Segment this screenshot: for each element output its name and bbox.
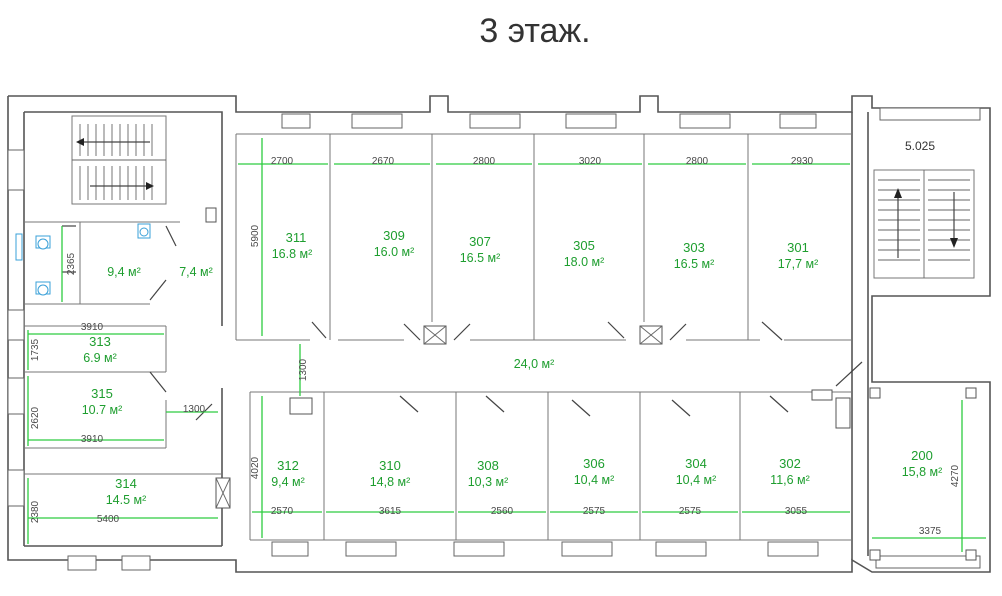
room-314-number: 314 <box>115 476 137 491</box>
room-303-number: 303 <box>683 240 705 255</box>
room-308-number: 308 <box>477 458 499 473</box>
room-311-area: 16.8 м² <box>272 247 313 261</box>
dim-bottom-depth: 4020 <box>250 456 261 479</box>
room-305-number: 305 <box>573 238 595 253</box>
room-74-area: 7,4 м² <box>179 265 213 279</box>
room-304-area: 10,4 м² <box>676 473 717 487</box>
windows-top <box>281 107 981 129</box>
room-306-number: 306 <box>583 456 605 471</box>
room-303-area: 16.5 м² <box>674 257 715 271</box>
room-200-area: 15,8 м² <box>902 465 943 479</box>
room-306-area: 10,4 м² <box>574 473 615 487</box>
dim-302-width: 3055 <box>785 506 808 517</box>
dim-309-width: 2670 <box>372 156 395 167</box>
room-200-number: 200 <box>911 448 933 463</box>
dim-308-width: 2560 <box>491 506 514 517</box>
room-304-number: 304 <box>685 456 707 471</box>
room-301-number: 301 <box>787 240 809 255</box>
windows-bottom <box>67 541 981 571</box>
dim-top-depth: 5900 <box>250 224 261 247</box>
room-labels-west: 9,4 м² 7,4 м² 313 6.9 м² 315 10.7 м² 314… <box>82 265 213 507</box>
dim-200-width: 3375 <box>919 526 942 537</box>
dim-313-width: 3910 <box>81 322 104 333</box>
room-315-area: 10.7 м² <box>82 403 123 417</box>
plan-title: 3 этаж. <box>479 12 591 50</box>
room-313-area: 6.9 м² <box>83 351 117 365</box>
room-312-area: 9,4 м² <box>271 475 305 489</box>
room-302-area: 11,6 м² <box>770 473 810 487</box>
room-310-number: 310 <box>379 458 401 473</box>
room-314-area: 14.5 м² <box>106 493 147 507</box>
dimension-lines-top <box>238 138 850 336</box>
dim-311-width: 2700 <box>271 156 294 167</box>
dimension-texts: 2700 2670 2800 3020 2800 2930 5900 2570 … <box>30 156 961 537</box>
room-308-area: 10,3 м² <box>468 475 509 489</box>
west-wing-walls <box>24 221 222 475</box>
dim-305-width: 3020 <box>579 156 602 167</box>
dim-303-width: 2800 <box>686 156 709 167</box>
room-302-number: 302 <box>779 456 801 471</box>
room-200-label: 200 15,8 м² <box>902 448 943 479</box>
dimension-lines-bottom <box>252 396 850 538</box>
room-311-number: 311 <box>286 230 307 245</box>
dim-200-depth: 4270 <box>950 464 961 487</box>
room-301-area: 17,7 м² <box>778 257 819 271</box>
room-309-area: 16.0 м² <box>374 245 415 259</box>
wc-fixtures <box>15 223 151 296</box>
dim-312-width: 2570 <box>271 506 294 517</box>
room-labels-top: 311 16.8 м² 309 16.0 м² 307 16.5 м² 305 … <box>272 228 819 271</box>
east-staircase <box>873 169 975 279</box>
room-313-number: 313 <box>89 334 111 349</box>
dim-1300-horizontal: 1300 <box>183 404 206 415</box>
room-305-area: 18.0 м² <box>564 255 605 269</box>
dim-307-width: 2800 <box>473 156 496 167</box>
room-labels-bottom: 312 9,4 м² 310 14,8 м² 308 10,3 м² 306 1… <box>271 456 810 489</box>
dim-315-width: 3910 <box>81 434 104 445</box>
windows-left <box>7 149 25 507</box>
room-315-number: 315 <box>91 386 113 401</box>
dim-314-width: 5400 <box>97 514 120 525</box>
top-room-walls <box>235 133 852 341</box>
dimension-lines-west <box>27 226 301 544</box>
bottom-room-walls <box>249 391 852 541</box>
corridor-area: 24,0 м² <box>514 357 555 371</box>
dim-310-width: 3615 <box>379 506 402 517</box>
dim-1300-vertical: 1300 <box>298 358 309 381</box>
dim-306-width: 2575 <box>583 506 606 517</box>
dimension-lines-room-200 <box>872 400 986 552</box>
room-309-number: 309 <box>383 228 405 243</box>
dim-314-depth: 2380 <box>30 500 41 523</box>
room-310-area: 14,8 м² <box>370 475 411 489</box>
room-307-number: 307 <box>469 234 491 249</box>
elevation-mark: 5.025 <box>905 139 935 153</box>
room-312-number: 312 <box>277 458 299 473</box>
ventilation-shafts <box>205 207 977 561</box>
west-staircase <box>71 115 167 205</box>
wc-area: 9,4 м² <box>107 265 141 279</box>
dim-301-width: 2930 <box>791 156 814 167</box>
dim-315-depth: 2620 <box>30 406 41 429</box>
dim-313-depth: 1735 <box>30 338 41 361</box>
room-307-area: 16.5 м² <box>460 251 501 265</box>
dim-304-width: 2575 <box>679 506 702 517</box>
dim-wc: 2365 <box>66 252 77 275</box>
